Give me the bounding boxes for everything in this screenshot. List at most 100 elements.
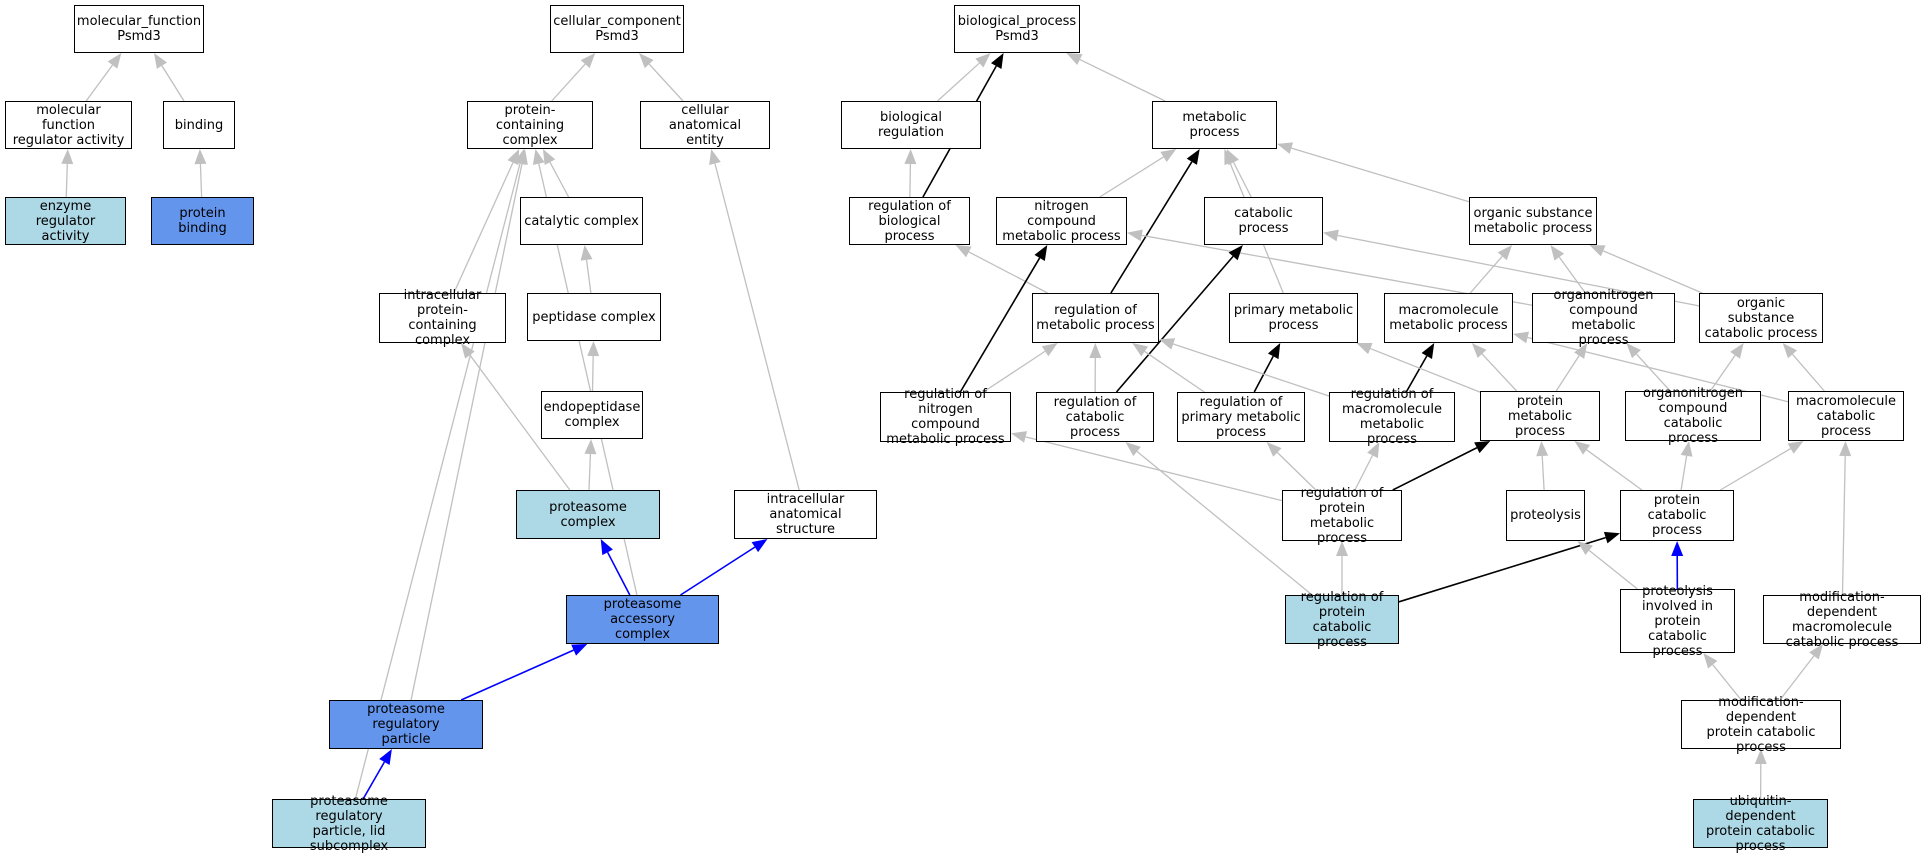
go-term-node-proteasome: proteasome complex <box>516 490 660 539</box>
edge-pmp-to-primary <box>1370 347 1481 393</box>
edge-arrowhead-ias-to-cae <box>709 149 721 166</box>
go-term-node-cc-root: cellular_component Psmd3 <box>550 5 684 53</box>
edge-arrowhead-pac-to-ias <box>751 539 768 553</box>
edge-arrowhead-reg_bio-to-bioreg <box>904 149 917 165</box>
edge-pcp-to-onccp <box>1680 455 1688 491</box>
go-term-node-reg-pcp: regulation of protein catabolic process <box>1285 590 1399 650</box>
edge-arrowhead-reg_metab-to-reg_bio <box>955 245 972 258</box>
go-term-node-proteolysis: proteolysis <box>1506 490 1585 541</box>
go-term-node-primary: primary metabolic process <box>1229 293 1358 343</box>
edge-mdpcp-to-mdmcp <box>1779 655 1815 701</box>
edge-catalytic-to-pcc <box>549 161 570 198</box>
edge-pmp-to-onmp <box>1555 355 1580 392</box>
go-term-node-reg-primary: regulation of primary metabolic process <box>1177 392 1305 442</box>
edge-arrowhead-proteasome-to-endopep <box>584 439 597 455</box>
edge-arrowhead-pipcp-to-pcp <box>1671 541 1684 557</box>
edge-arrowhead-lid-to-prp <box>379 749 392 765</box>
edge-arrowhead-prp-to-pcc <box>516 149 528 165</box>
go-term-node-macro: macromolecule metabolic process <box>1384 293 1513 343</box>
edge-arrowhead-mcp-to-oscp <box>1782 343 1798 359</box>
edge-bioreg-to-bp_root <box>937 62 980 102</box>
go-term-node-onmp: organonitrogen compound metabolic proces… <box>1532 288 1675 348</box>
go-term-node-prot-binding: protein binding <box>151 197 254 245</box>
edge-pmp-to-macro <box>1481 353 1518 392</box>
go-term-node-reg-ncmp: regulation of nitrogen compound metaboli… <box>880 387 1011 447</box>
go-term-node-enz-reg: enzyme regulator activity <box>5 197 126 245</box>
edge-oscp-to-osmp <box>1602 250 1703 294</box>
edge-arrowhead-osmp-to-metab <box>1277 142 1294 154</box>
edge-arrowhead-onmp-to-ncmp <box>1127 229 1143 242</box>
edge-arrowhead-prot_binding-to-binding <box>194 149 207 165</box>
edge-arrowhead-reg_ncmp-to-ncmp <box>1034 245 1048 261</box>
edge-arrowhead-catab-to-metab <box>1226 149 1239 166</box>
edge-arrowhead-oscp-to-catab <box>1323 229 1339 242</box>
edge-arrowhead-cae-to-cc_root <box>639 53 654 69</box>
go-term-node-reg-bio: regulation of biological process <box>849 197 970 245</box>
edge-arrowhead-pmp-to-primary <box>1356 342 1373 355</box>
edge-arrowhead-pcc-to-cc_root <box>580 53 596 69</box>
go-term-node-lid: proteasome regulatory particle, lid subc… <box>272 794 426 854</box>
go-term-node-reg-pmp: regulation of protein metabolic process <box>1282 486 1402 546</box>
edge-arrowhead-catalytic-to-pcc <box>542 149 556 166</box>
edge-arrowhead-reg_pcp-to-reg_catab <box>1125 442 1141 457</box>
edge-reg_ncmp-to-ncmp <box>959 257 1041 393</box>
edge-peptidase-to-catalytic <box>585 259 592 294</box>
edge-mdmcp-to-mcp <box>1841 455 1846 596</box>
edge-enz_reg-to-mf_reg <box>65 163 68 198</box>
go-term-node-reg-catab: regulation of catabolic process <box>1036 392 1154 442</box>
edge-arrowhead-pmp-to-macro <box>1471 343 1487 359</box>
go-term-node-ncmp: nitrogen compound metabolic process <box>996 197 1127 245</box>
go-term-node-ias: intracellular anatomical structure <box>734 490 877 539</box>
go-term-node-peptidase: peptidase complex <box>527 293 661 341</box>
edge-arrowhead-reg_macro-to-reg_metab <box>1159 338 1176 350</box>
edge-osmp-to-metab <box>1291 147 1470 203</box>
edge-ncmp-to-metab <box>1099 156 1164 198</box>
edge-reg_pmp-to-reg_ncmp <box>1025 436 1283 502</box>
go-term-node-mf-root: molecular_function Psmd3 <box>74 5 204 53</box>
edge-arrowhead-bioreg-to-bp_root <box>975 53 991 68</box>
edge-arrowhead-pipcp-to-proteolysis <box>1577 541 1593 556</box>
edge-arrowhead-reg_metab-to-metab <box>1186 149 1200 165</box>
edge-arrowhead-onccp-to-oscp <box>1730 343 1744 359</box>
edge-mf_reg-to-mf_root <box>85 64 114 102</box>
go-term-node-pac: proteasome accessory complex <box>566 595 719 644</box>
edge-arrowhead-reg_ncmp-to-reg_metab <box>1041 343 1058 357</box>
edge-arrowhead-lid-to-pcc <box>514 149 526 166</box>
go-term-node-catab: catabolic process <box>1204 197 1323 245</box>
edge-proteasome-to-endopep <box>588 453 592 491</box>
edge-arrowhead-ipcc-to-pcc <box>507 149 520 166</box>
edge-reg_metab-to-reg_bio <box>968 251 1048 294</box>
edge-arrowhead-prp-to-pac <box>571 644 588 656</box>
go-term-node-mdmcp: modification-dependent macromolecule cat… <box>1763 590 1921 650</box>
edge-arrowhead-peptidase-to-catalytic <box>580 245 593 261</box>
go-term-node-osmp: organic substance metabolic process <box>1469 197 1597 245</box>
edge-prot_binding-to-binding <box>199 163 203 198</box>
edge-arrowhead-pac-to-proteasome <box>600 539 613 556</box>
go-term-node-udpcp: ubiquitin-dependent protein catabolic pr… <box>1693 794 1828 854</box>
edge-pcp-to-pmp <box>1586 449 1643 491</box>
go-term-node-onccp: organonitrogen compound catabolic proces… <box>1625 386 1761 446</box>
go-term-node-endopep: endopeptidase complex <box>541 391 643 439</box>
edge-reg_primary-to-primary <box>1253 355 1274 393</box>
edge-arrowhead-reg_catab-to-reg_metab <box>1089 343 1102 359</box>
go-term-node-pipcp: proteolysis involved in protein cataboli… <box>1620 584 1735 659</box>
edge-prp-to-pac <box>460 649 574 701</box>
go-term-node-pcc: protein-containing complex <box>467 101 593 149</box>
edge-prp-to-pcc <box>410 163 523 701</box>
go-term-node-catalytic: catalytic complex <box>520 197 643 245</box>
edge-arrowhead-reg_pmp-to-pmp <box>1474 441 1491 454</box>
go-term-node-oscp: organic substance catabolic process <box>1699 293 1823 343</box>
edge-arrowhead-proteolysis-to-pmp <box>1536 441 1549 457</box>
edge-arrowhead-mcp-to-macro <box>1513 331 1530 344</box>
edge-arrowhead-mdmcp-to-mcp <box>1839 441 1852 457</box>
edge-arrowhead-ncmp-to-metab <box>1160 149 1177 163</box>
edge-reg_pmp-to-reg_primary <box>1276 452 1317 491</box>
edge-arrowhead-onmp-to-osmp <box>1550 245 1565 261</box>
edge-arrowhead-pac-to-pcc <box>532 149 545 165</box>
go-term-node-pmp: protein metabolic process <box>1480 391 1600 441</box>
edge-endopep-to-peptidase <box>591 355 594 392</box>
edge-arrowhead-reg_catab-to-catab <box>1228 245 1243 261</box>
go-term-node-prp: proteasome regulatory particle <box>329 700 483 749</box>
edge-macro-to-osmp <box>1469 255 1503 294</box>
